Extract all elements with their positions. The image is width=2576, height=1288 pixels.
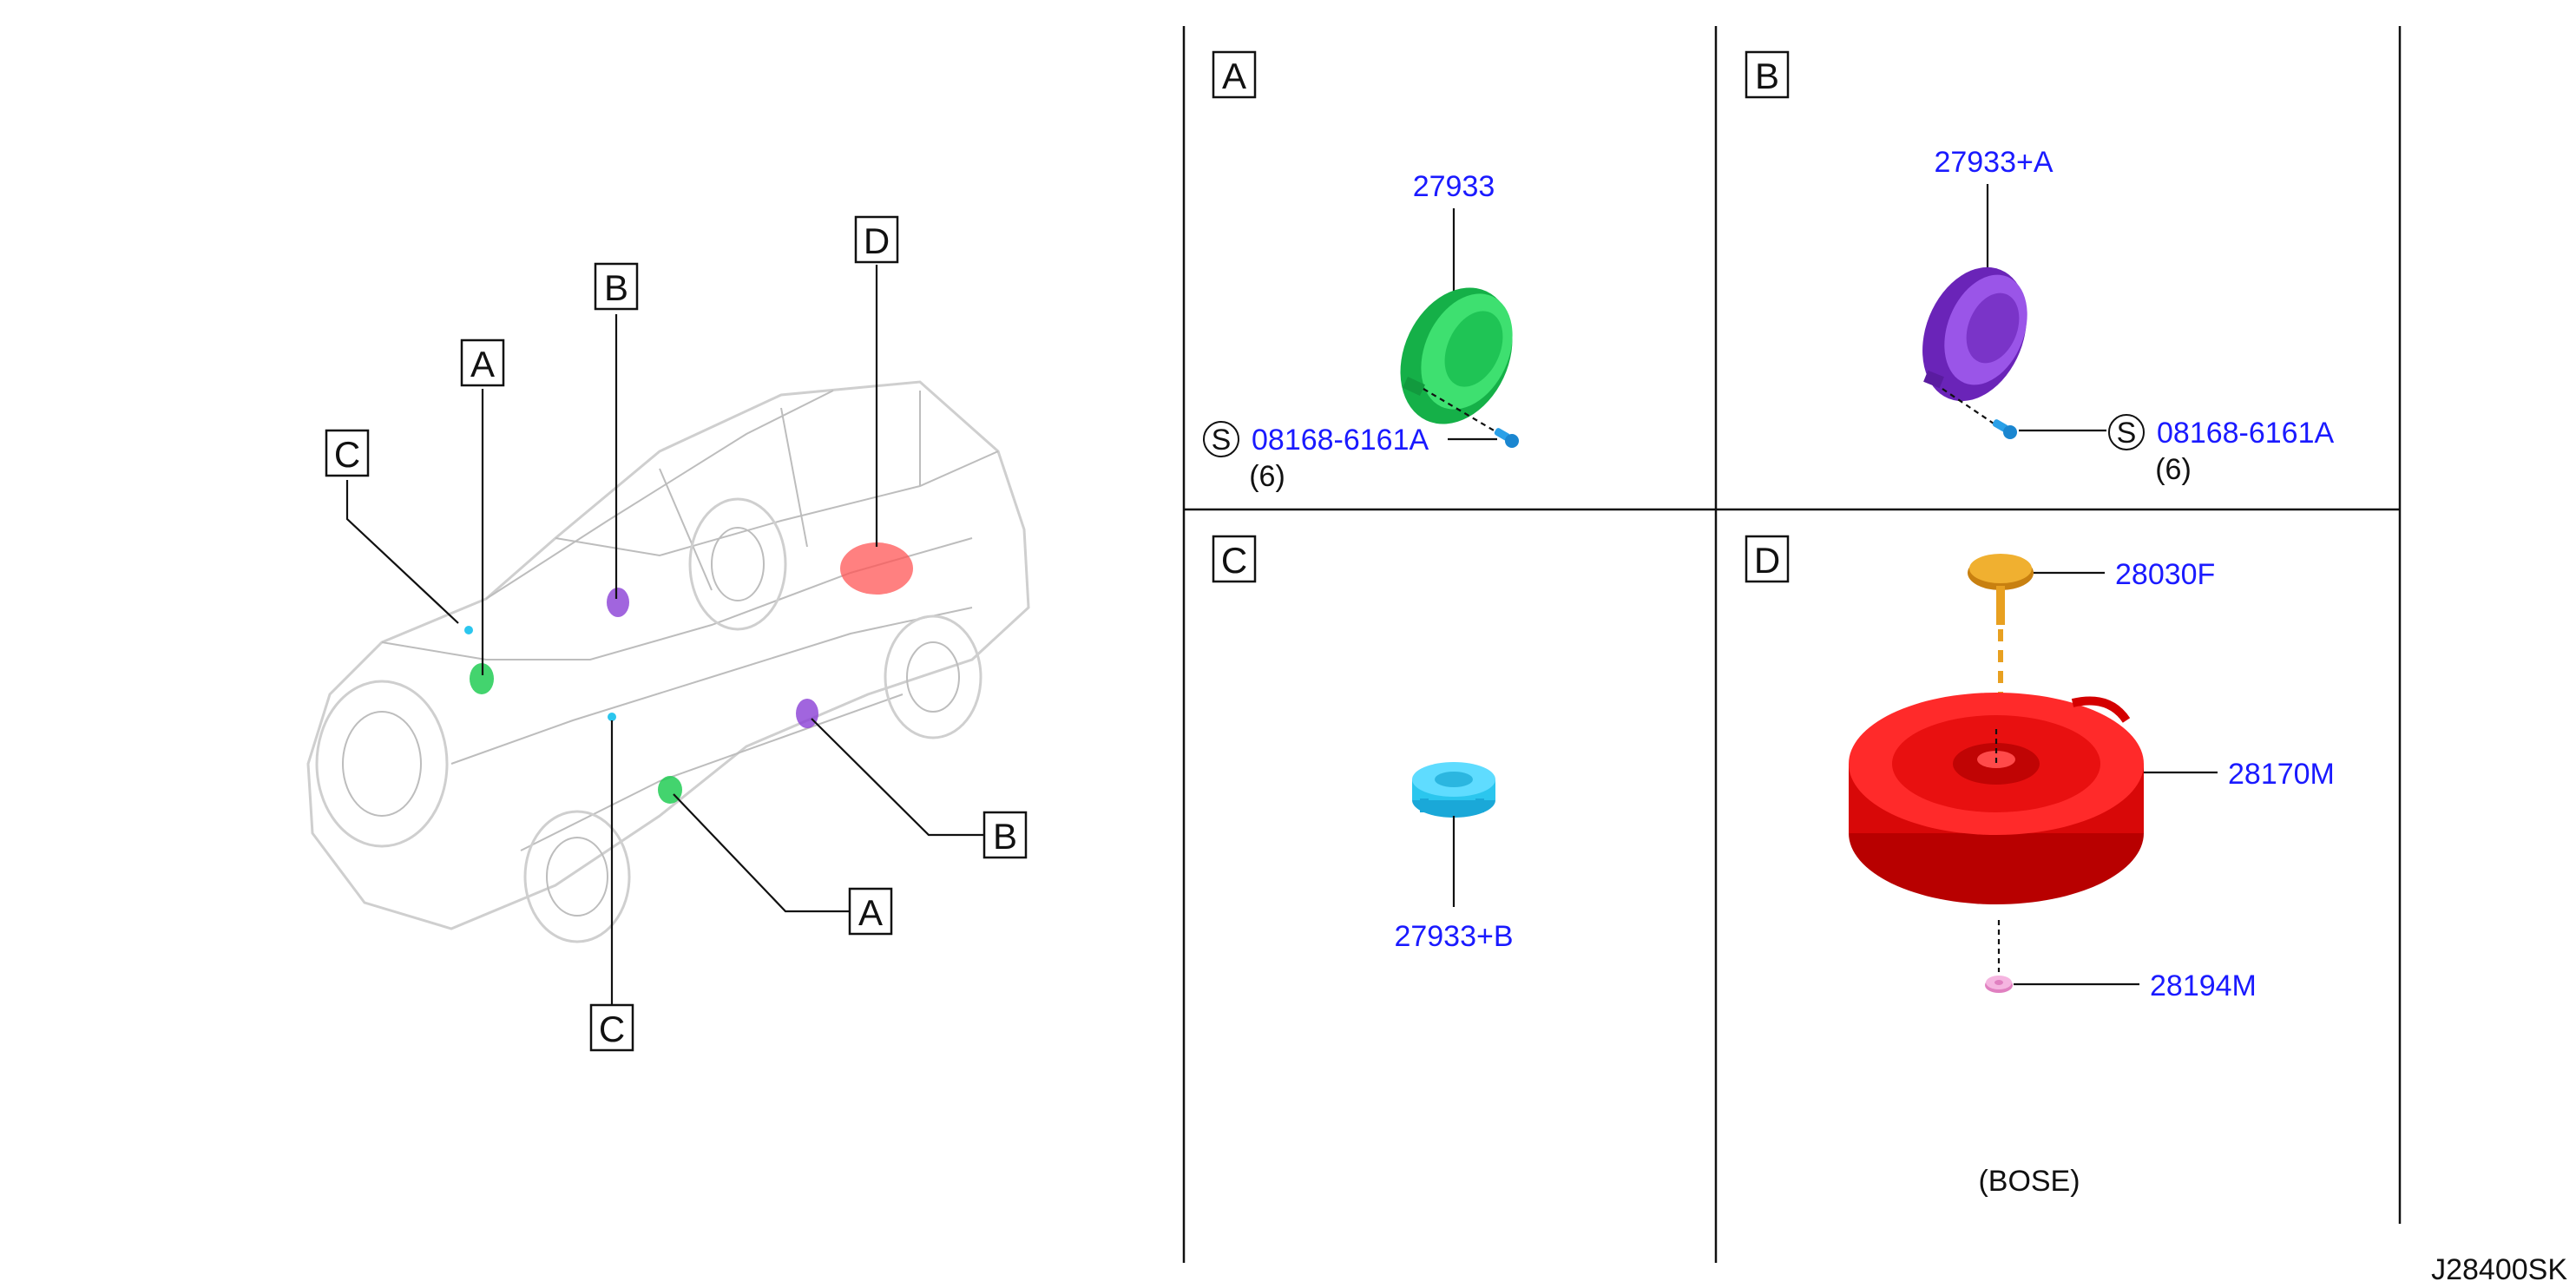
- callout-a-top: A: [460, 338, 505, 387]
- marker-tweeter-lower: [608, 713, 616, 721]
- diagram-id: J28400SK: [2431, 1253, 2567, 1286]
- svg-text:B: B: [1755, 56, 1779, 96]
- svg-text:A: A: [470, 344, 495, 384]
- svg-text:S: S: [2117, 417, 2137, 450]
- s-symbol-icon: [1203, 421, 1239, 457]
- svg-text:C: C: [334, 434, 360, 475]
- svg-text:B: B: [993, 816, 1017, 857]
- callout-d-top: D: [854, 215, 899, 264]
- svg-text:S: S: [1212, 424, 1232, 457]
- panel-c: C 27933+B: [1212, 535, 1514, 953]
- callout-b-bottom: B: [982, 811, 1028, 859]
- tweeter-cyan: [1412, 762, 1495, 818]
- svg-text:A: A: [858, 892, 883, 933]
- s-symbol-icon: [2108, 414, 2145, 450]
- part-number-08168-6161a: 08168-6161A: [2157, 417, 2335, 450]
- svg-text:B: B: [604, 267, 628, 308]
- marker-rear-door-speaker-lower: [796, 699, 818, 728]
- marker-tweeter-upper: [464, 626, 473, 634]
- svg-text:A: A: [1222, 56, 1246, 96]
- screw-icon: [1992, 419, 2017, 439]
- svg-text:C: C: [599, 1009, 625, 1049]
- speaker-purple: [1922, 266, 2027, 402]
- speaker-green: [1400, 287, 1513, 424]
- marker-subwoofer: [840, 542, 913, 595]
- marker-rear-door-speaker-upper: [607, 588, 629, 617]
- callout-c-top: C: [325, 429, 370, 477]
- part-number-27933-a: 27933+A: [1934, 146, 2053, 179]
- vehicle-overview: C A B D B A C: [306, 215, 1030, 1052]
- panel-b: B 27933+A S 08168-6161A (6): [1745, 50, 2335, 486]
- part-number-08168-6161a: 08168-6161A: [1252, 424, 1429, 457]
- svg-text:C: C: [1221, 540, 1247, 581]
- svg-text:D: D: [864, 220, 890, 261]
- subwoofer-red: [1849, 693, 2144, 904]
- callout-c-bottom: C: [589, 1003, 634, 1052]
- panel-d: D 28030F 28170M 281: [1745, 535, 2335, 1198]
- panel-a: A 27933 S 08168-6161A (6): [1203, 50, 1519, 493]
- part-number-28194m: 28194M: [2150, 969, 2257, 1002]
- panel-grid: [1182, 26, 2402, 1263]
- callout-a-bottom: A: [848, 887, 893, 936]
- svg-text:D: D: [1754, 540, 1780, 581]
- washer-pink: [1985, 976, 2013, 993]
- screw-icon: [1494, 428, 1519, 448]
- car-illustration: [306, 380, 1030, 943]
- quantity-b: (6): [2155, 453, 2192, 486]
- marker-front-door-speaker: [470, 663, 494, 694]
- part-number-28030f: 28030F: [2115, 558, 2215, 591]
- part-number-27933: 27933: [1413, 170, 1495, 203]
- bose-note: (BOSE): [1978, 1165, 2080, 1198]
- bracket-orange: [1968, 554, 2034, 625]
- part-number-28170m: 28170M: [2228, 758, 2335, 791]
- part-number-27933-b: 27933+B: [1394, 920, 1513, 953]
- callout-b-top: B: [594, 262, 639, 311]
- quantity-a: (6): [1249, 460, 1285, 493]
